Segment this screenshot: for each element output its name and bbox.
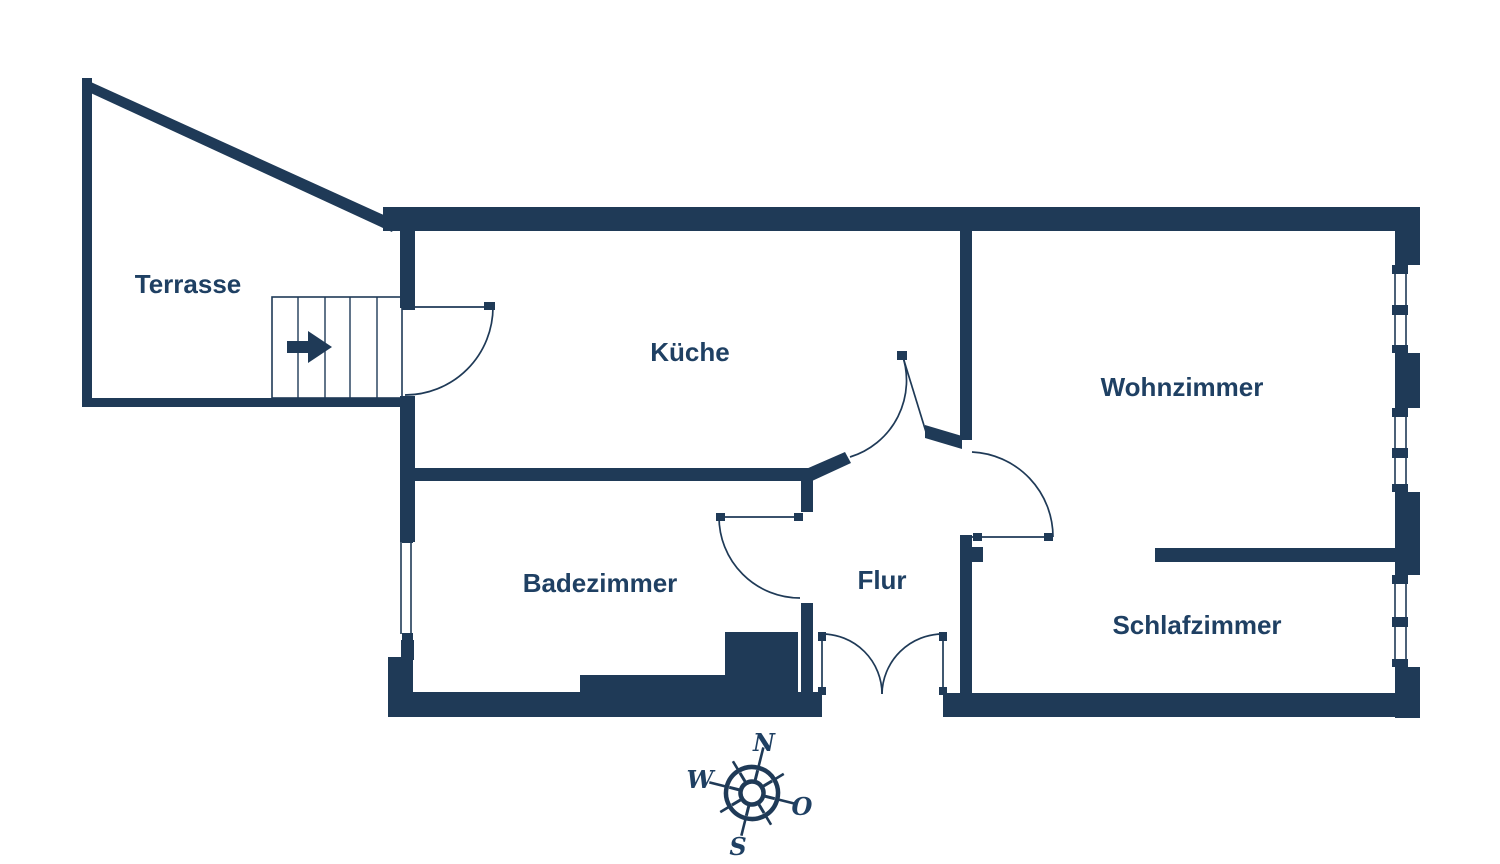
kitchen-bathroom-wall [415, 468, 810, 481]
room-label-wohnzimmer: Wohnzimmer [1101, 372, 1264, 402]
east-wall-pier-2 [1395, 492, 1420, 575]
compass-rose-icon: N W O S [687, 728, 813, 861]
room-label-kueche: Küche [650, 337, 729, 367]
entrance-double-door [818, 632, 947, 695]
compass-west-label: W [687, 765, 716, 794]
bathroom-window [400, 535, 413, 641]
room-label-terrasse: Terrasse [135, 269, 242, 299]
doors [402, 302, 1054, 695]
compass-south-label: S [729, 832, 746, 861]
compass-north-label: N [752, 728, 776, 757]
terrace-bottom-wall [82, 398, 403, 407]
terrace-left-wall [82, 78, 92, 407]
bathroom-hall-wall-lower [801, 603, 813, 693]
room-labels: Terrasse Küche Wohnzimmer Badezimmer Flu… [135, 269, 1282, 640]
room-label-flur: Flur [857, 565, 906, 595]
hall-bedroom-wall [960, 535, 972, 693]
livingroom-window-2 [1392, 408, 1408, 492]
kitchen-hall-door [849, 351, 927, 458]
livingroom-window-1 [1392, 265, 1408, 353]
interior-walls [415, 229, 1395, 693]
east-wall-pier-1 [1395, 353, 1420, 408]
kitchen-livingroom-wall [960, 229, 972, 440]
south-outer-wall-right [943, 693, 1420, 717]
room-label-badezimmer: Badezimmer [523, 568, 678, 598]
bedroom-window [1392, 575, 1408, 667]
bathroom-step-block-1 [580, 675, 725, 693]
bathroom-hall-wall-upper [801, 470, 813, 512]
bathroom-step-block-2 [725, 632, 798, 693]
windows [400, 265, 1408, 667]
west-wall-mid [400, 396, 415, 542]
staircase [271, 296, 403, 399]
stair-direction-arrow-icon [287, 331, 332, 363]
terrace-diagonal-wall [82, 78, 397, 232]
terrace-walls [82, 78, 403, 407]
wall-seam [798, 632, 801, 692]
bathroom-door [716, 513, 803, 599]
livingroom-door [971, 451, 1054, 541]
west-wall-upper [400, 229, 415, 308]
east-wall-top-corner [1395, 207, 1420, 265]
west-wall-lower [401, 640, 414, 660]
kitchen-hall-diagonal-wall [806, 452, 851, 481]
north-outer-wall [383, 207, 1420, 231]
livingroom-bedroom-wall [1155, 548, 1395, 562]
east-wall-bottom-corner [1395, 667, 1420, 718]
hall-top-wall-stub [925, 425, 962, 449]
outer-walls [383, 207, 1420, 718]
south-outer-wall-left [388, 692, 822, 717]
compass-east-label: O [792, 792, 813, 821]
kitchen-entrance-door [402, 302, 495, 396]
bedroom-wall-stub [972, 547, 983, 562]
room-label-schlafzimmer: Schlafzimmer [1112, 610, 1281, 640]
